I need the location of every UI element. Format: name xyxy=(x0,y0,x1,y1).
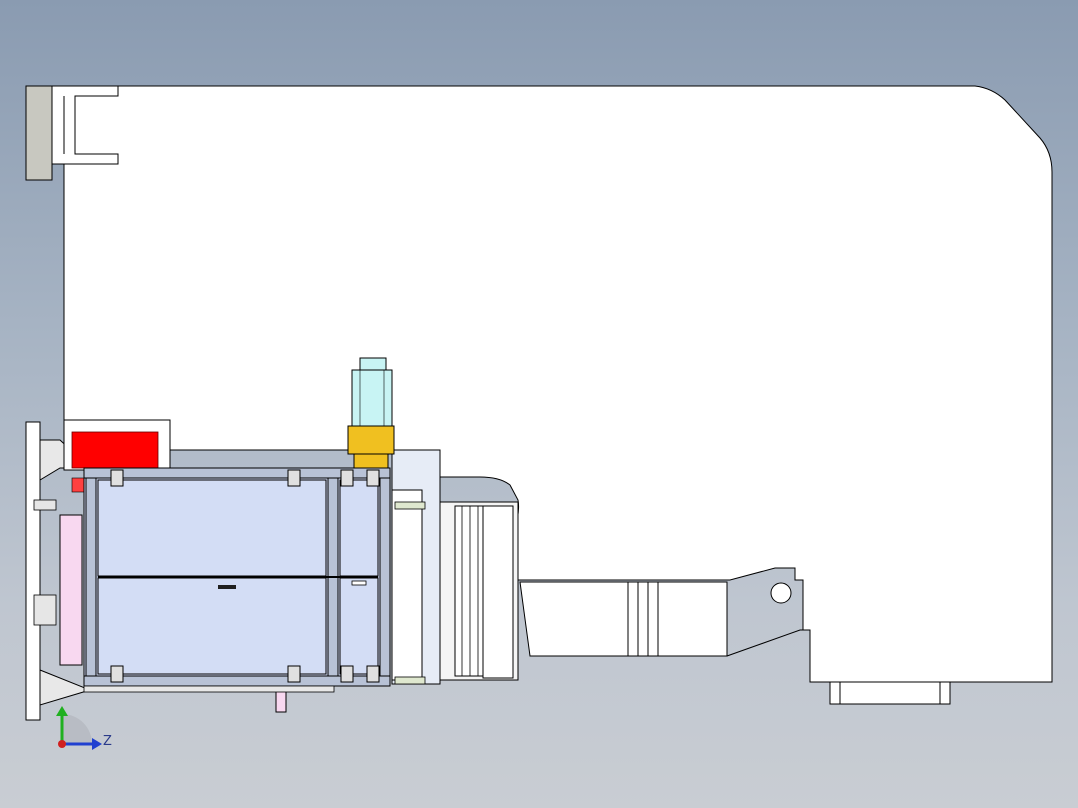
frame-top-rail xyxy=(83,467,391,479)
frame-panel-lower xyxy=(97,577,327,675)
corner-fitting xyxy=(366,469,380,487)
corner-fitting xyxy=(366,665,380,683)
pink-strip xyxy=(59,514,83,666)
top-left-clip xyxy=(51,85,119,165)
frame-panel-upper xyxy=(97,479,327,577)
red-block xyxy=(71,431,159,469)
bottom-right-foot xyxy=(829,681,951,705)
coordinate-triad: Z xyxy=(56,706,112,750)
arm-extension xyxy=(519,581,728,657)
x-axis-dot xyxy=(58,740,66,748)
yellow-block xyxy=(347,425,395,455)
base-plate xyxy=(83,685,335,693)
corner-fitting xyxy=(287,665,301,683)
pivot-hole xyxy=(770,582,792,604)
cylinder-cap xyxy=(359,357,387,371)
main-housing-body[interactable] xyxy=(63,85,1053,683)
corner-fitting xyxy=(340,469,354,487)
corner-fitting xyxy=(110,665,124,683)
left-mount-bracket xyxy=(25,421,41,721)
z-axis-label: Z xyxy=(103,734,112,749)
cyan-cylinder xyxy=(351,369,393,427)
corner-fitting xyxy=(340,665,354,683)
corner-fitting xyxy=(110,469,124,487)
top-left-plate xyxy=(25,85,53,181)
corner-fitting xyxy=(287,469,301,487)
